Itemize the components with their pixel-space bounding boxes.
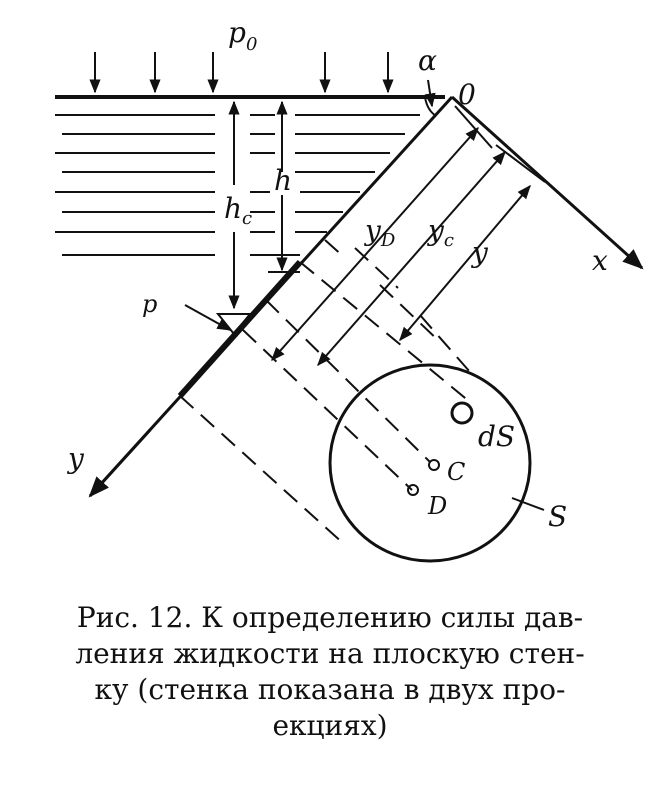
label-D: D [427, 492, 447, 520]
wall-projection-ellipse [328, 363, 532, 563]
label-origin: 0 [458, 78, 476, 111]
projection-dashes [179, 239, 471, 546]
caption-line: Рис. 12. К определению силы дав- [76, 601, 584, 634]
label-alpha: α [418, 44, 437, 77]
y-axis-arrow [88, 428, 152, 498]
x-axis [450, 95, 644, 270]
label-yD: yD [363, 214, 396, 251]
label-y-axis: y [66, 442, 85, 475]
dim-y [399, 184, 531, 342]
caption-line: ления жидкости на плоскую стен- [75, 637, 585, 670]
label-h: h [274, 164, 292, 197]
s-leader [511, 497, 545, 511]
label-p0: p0 [228, 16, 257, 55]
pressure-p-arrow [184, 304, 232, 331]
caption-line: ку (стенка показана в двух про- [94, 673, 566, 706]
point-D [407, 484, 419, 496]
dimension-lines [454, 105, 546, 183]
label-yC: yc [426, 214, 454, 251]
element-dS [450, 401, 474, 425]
label-p: p [142, 290, 157, 318]
label-S: S [548, 500, 567, 533]
label-dS: dS [478, 420, 515, 453]
surface-pressure-arrows [89, 52, 394, 94]
caption-line: екциях) [272, 709, 388, 742]
label-x-axis: x [592, 244, 608, 277]
label-y-dim: y [470, 236, 489, 269]
label-C: C [447, 458, 465, 486]
figure-caption: Рис. 12. К определению силы дав- ления ж… [30, 600, 630, 744]
point-C [428, 459, 440, 471]
label-hc: hc [224, 192, 252, 229]
alpha-pointer [424, 79, 436, 108]
wall-section [177, 259, 303, 399]
